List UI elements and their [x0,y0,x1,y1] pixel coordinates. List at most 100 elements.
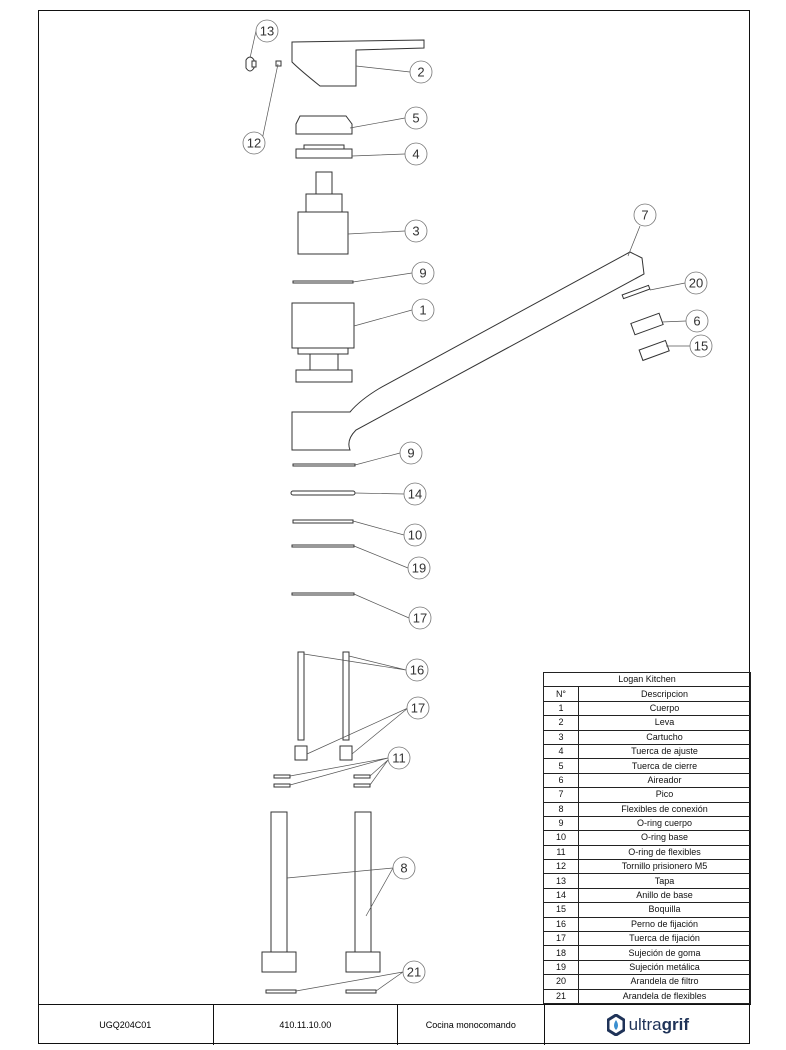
callout-circle [633,203,657,227]
callout-circle [405,658,429,682]
callout-number: 17 [411,701,425,716]
callout: 1 [411,298,435,322]
callout-number: 15 [694,339,708,354]
row-number: 14 [543,887,579,904]
drawing-frame [38,10,750,1044]
callout-number: 8 [400,861,407,876]
callout: 5 [404,106,428,130]
callout-circle [411,261,435,285]
callout-circle [411,298,435,322]
callout-circle [402,960,426,984]
table-title: Logan Kitchen [543,671,751,688]
callout: 12 [242,131,266,155]
row-description: Flexibles de conexión [578,801,751,817]
row-number: 6 [543,772,579,789]
callout-circle [409,60,433,84]
row-description: Cuerpo [578,700,751,717]
row-description: Tapa [578,873,751,889]
callout-number: 11 [392,751,406,766]
part-17-nuts [294,745,353,761]
row-description: Sujeción de goma [578,945,751,961]
ultragrif-logo: ultragrif [545,1005,751,1045]
part-5-closing-nut [295,115,353,135]
footer-description: Cocina monocomando [398,1005,545,1045]
callout-circle [404,219,428,243]
row-description: O-ring de flexibles [578,844,751,861]
part-19-metal-clamp [291,544,355,548]
row-description: Perno de fijación [578,916,751,933]
callout-number: 16 [410,663,424,678]
callout-number: 5 [412,111,419,126]
callout: 17 [406,696,430,720]
part-11-orings [273,774,371,788]
callout: 6 [685,309,709,333]
row-number: 18 [543,945,579,961]
row-number: 5 [543,758,579,774]
part-13-cap [245,56,257,72]
part-14-base-ring [290,490,356,496]
callout-circle [407,556,431,580]
footer-reference: 410.11.10.00 [214,1005,398,1045]
part-20-filter-washer [621,284,651,300]
row-description: Sujeción metálica [578,959,751,976]
row-number: 1 [543,700,579,717]
callout-circle [689,334,713,358]
callout-number: 4 [412,147,419,162]
row-description: Leva [578,715,751,731]
callout-circle [242,131,266,155]
row-description: O-ring cuerpo [578,815,751,832]
row-number: 7 [543,787,579,803]
callout: 14 [403,482,427,506]
row-description: Boquilla [578,902,751,918]
callout-number: 19 [412,561,426,576]
callout-circle [403,482,427,506]
row-number: 10 [543,830,579,846]
row-description: Arandela de filtro [578,974,751,990]
callout: 19 [407,556,431,580]
row-description: Pico [578,787,751,803]
row-description: Anillo de base [578,887,751,904]
callout-number: 17 [413,611,427,626]
row-number: 2 [543,715,579,731]
row-number: 16 [543,916,579,933]
row-description: Arandela de flexibles [578,988,751,1004]
row-number: 9 [543,815,579,832]
callout-number: 3 [412,224,419,239]
row-number: 21 [543,988,579,1004]
callout-circle [406,696,430,720]
row-description: Tuerca de fijación [578,931,751,947]
callout: 16 [405,658,429,682]
row-description: Tornillo prisionero M5 [578,859,751,875]
callout-number: 13 [260,24,274,39]
part-17-plate [291,592,355,596]
callout-number: 6 [693,314,700,329]
callout: 9 [399,441,423,465]
callout: 10 [403,523,427,547]
logo-drop-icon [606,1014,625,1036]
callout: 7 [633,203,657,227]
callout-circle [404,142,428,166]
part-12-screw [275,60,282,67]
part-21-washers [265,989,377,994]
part-9-oring-lower [292,463,356,467]
row-description: Tuerca de cierre [578,758,751,774]
callout-number: 10 [408,528,422,543]
row-number: 20 [543,974,579,990]
row-number: 12 [543,859,579,875]
callout-number: 9 [407,446,414,461]
callout-number: 21 [407,965,421,980]
part-3-cartridge [297,171,349,255]
part-10-base-oring [292,519,354,524]
